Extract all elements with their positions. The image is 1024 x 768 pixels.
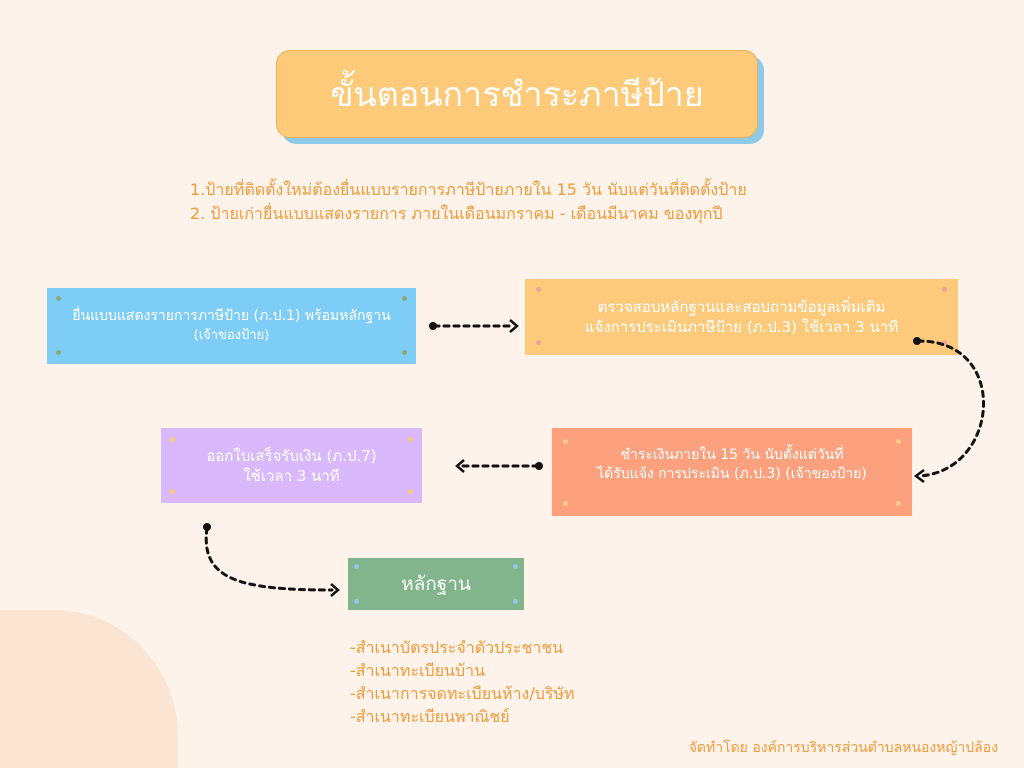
step-2-line-1: ตรวจสอบหลักฐานและสอบถามข้อมูลเพิ่มเติม — [597, 298, 886, 316]
step-4-box: ออกใบเสร็จรับเงิน (ภ.ป.7) ใช้เวลา 3 นาที — [161, 428, 422, 503]
connector-dot — [913, 337, 921, 345]
evidence-item: -สำเนาทะเบียนพาณิชย์ — [350, 707, 510, 726]
step-2-line-2: แจ้งการประเมินภาษีป้าย (ภ.ป.3) ใช้เวลา 3… — [584, 318, 899, 336]
arrowhead-icon — [913, 469, 925, 483]
arrowhead-icon — [455, 459, 465, 473]
step-4-line-1: ออกใบเสร็จรับเงิน (ภ.ป.7) — [206, 446, 377, 465]
evidence-item: -สำเนาการจดทะเบียนห้าง/บริษัท — [350, 684, 575, 703]
step-1-line-1: ยื่นแบบแสดงรายการภาษีป้าย (ภ.ป.1) พร้อมห… — [72, 308, 391, 324]
step-1-box: ยื่นแบบแสดงรายการภาษีป้าย (ภ.ป.1) พร้อมห… — [47, 288, 416, 364]
step-4-line-2: ใช้เวลา 3 นาที — [243, 466, 340, 485]
evidence-item: -สำเนาทะเบียนบ้าน — [350, 661, 486, 680]
arrowhead-icon — [509, 319, 519, 333]
evidence-item: -สำเนาบัตรประจำตัวประชาชน — [350, 638, 564, 657]
connector-dot — [203, 523, 211, 531]
connector-dot — [429, 322, 437, 330]
step-3-box: ชำระเงินภายใน 15 วัน นับตั้งแต่วันที่ ได… — [552, 428, 912, 516]
credit: จัดทำโดย องค์การบริหารส่วนตำบลหนองหญ้าปล… — [688, 740, 998, 756]
note-2: 2. ป้ายเก่ายื่นแบบแสดงรายการ ภายในเดือนม… — [190, 204, 723, 223]
step-2-box: ตรวจสอบหลักฐานและสอบถามข้อมูลเพิ่มเติม แ… — [525, 279, 958, 355]
connector-dot — [535, 462, 543, 470]
step-1-line-2: (เจ้าของป้าย) — [193, 328, 270, 343]
notes: 1.ป้ายที่ติดตั้งใหม่ต้องยื่นแบบรายการภาษ… — [190, 178, 910, 226]
arrowhead-icon — [330, 583, 340, 597]
evidence-box: หลักฐาน — [348, 558, 524, 610]
page-title: ขั้นตอนการชำระภาษีป้าย — [276, 50, 758, 138]
note-1: 1.ป้ายที่ติดตั้งใหม่ต้องยื่นแบบรายการภาษ… — [190, 180, 747, 199]
evidence-label: หลักฐาน — [401, 572, 471, 595]
connector-4-evidence — [204, 526, 334, 592]
evidence-list: -สำเนาบัตรประจำตัวประชาชน -สำเนาทะเบียนบ… — [350, 636, 750, 728]
connector-2-3 — [916, 339, 985, 478]
step-3-line-2: ได้รับแจ้ง การประเมิน (ภ.ป.3) (เจ้าของป้… — [597, 466, 867, 482]
step-3-line-1: ชำระเงินภายใน 15 วัน นับตั้งแต่วันที่ — [620, 447, 844, 463]
